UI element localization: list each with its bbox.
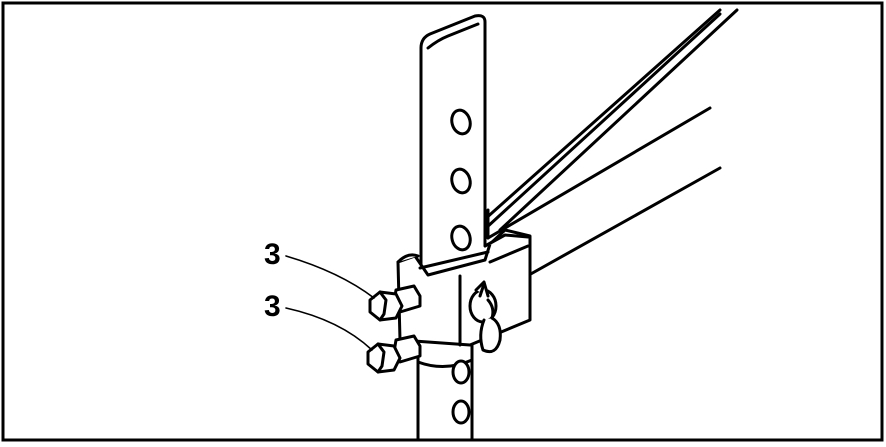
lower-bolt — [366, 334, 422, 374]
lock-pin — [468, 280, 502, 354]
callout-label-upper-bolt: 3 — [264, 238, 281, 271]
upper-bolt — [368, 284, 422, 322]
diagonal-square-tube — [486, 106, 722, 282]
callout-label-lower-bolt: 3 — [264, 290, 281, 323]
clamp-bracket — [396, 228, 532, 347]
leader-line-lower — [285, 307, 373, 351]
leader-line-upper — [285, 255, 375, 299]
diagonal-tube — [482, 8, 739, 232]
vertical-post-lower — [416, 343, 474, 442]
vertical-post-upper — [419, 14, 487, 274]
